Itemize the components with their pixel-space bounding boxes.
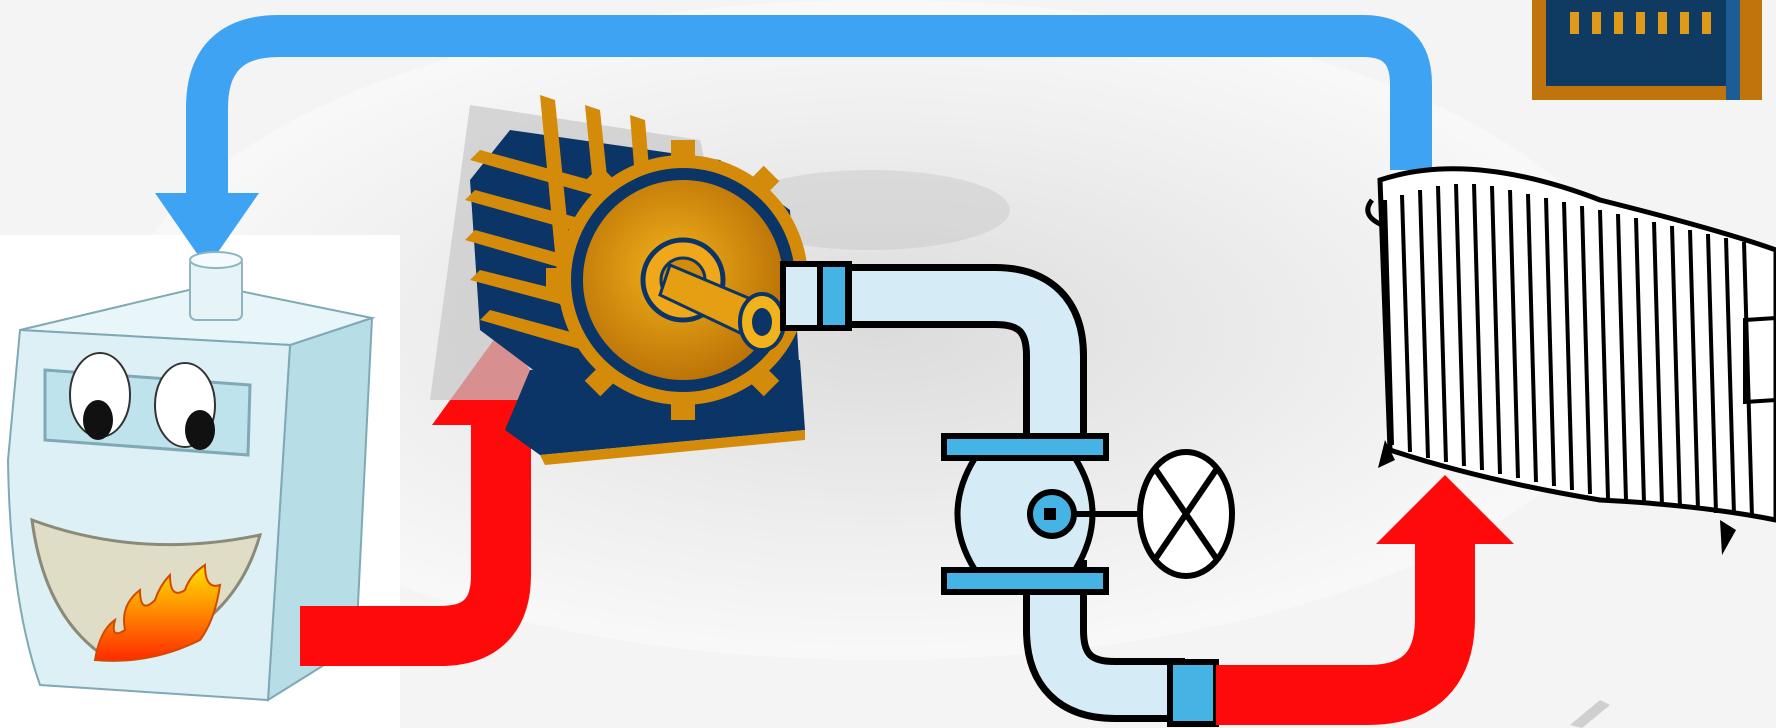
control-panel-icon: [1532, 0, 1762, 100]
